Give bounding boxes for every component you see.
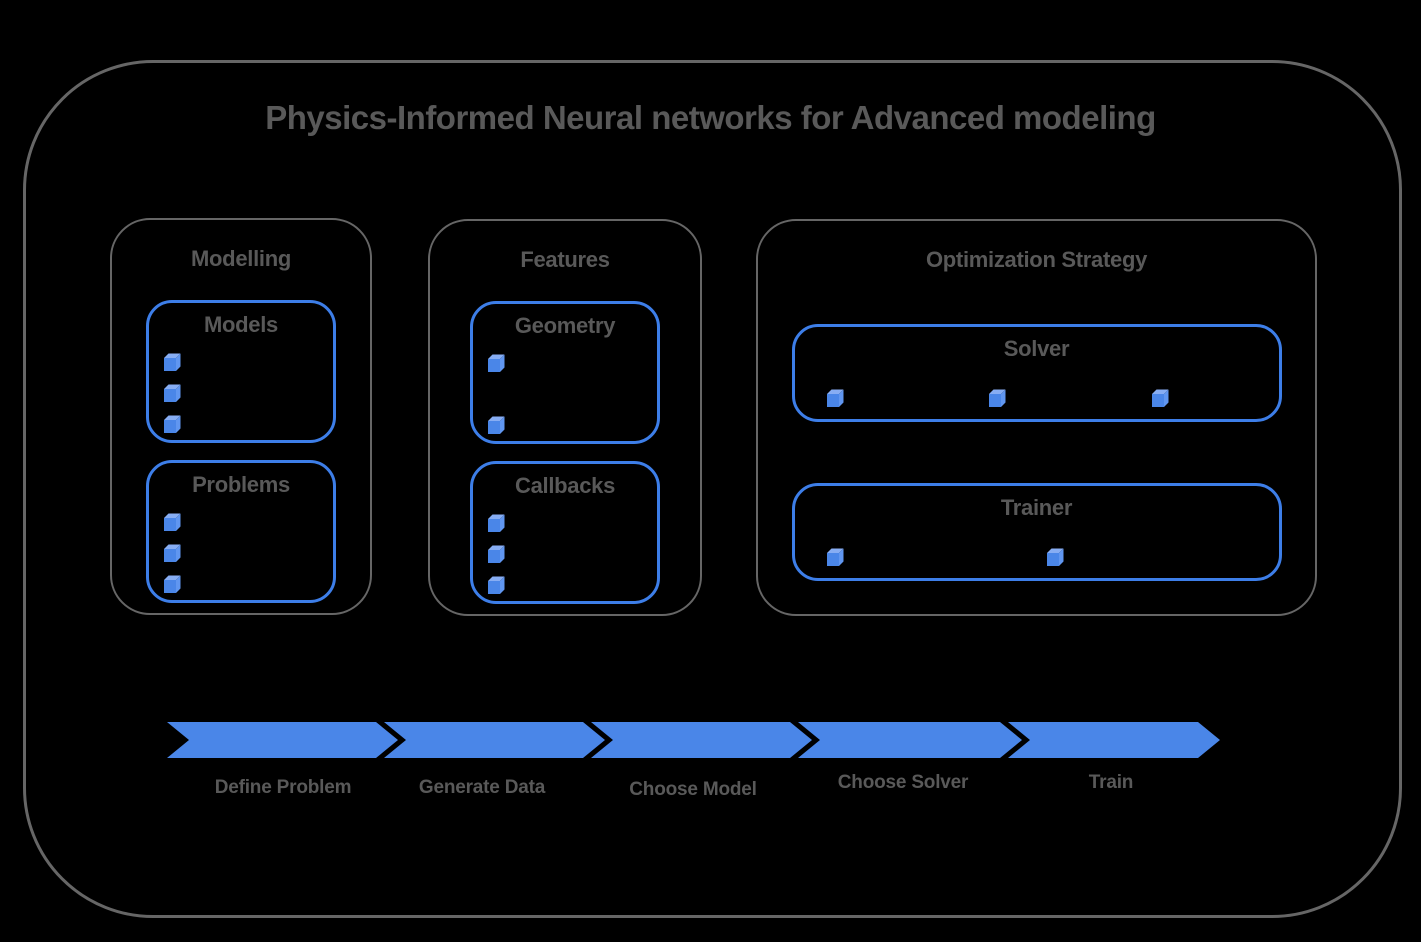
cube-icon (164, 353, 181, 371)
group-problems-label: Problems (192, 472, 290, 497)
group-geometry-bullets (488, 354, 506, 434)
section-features-label: Features (520, 247, 610, 272)
cube-icon (488, 576, 505, 594)
cube-icon (164, 575, 181, 593)
pipeline-arrow-segment (1008, 722, 1220, 758)
group-models-label: Models (204, 312, 278, 337)
group-geometry: Geometry (470, 301, 660, 444)
cube-icon (1151, 389, 1169, 407)
pipeline-arrow-segment (384, 722, 605, 758)
pipeline-arrow (167, 722, 1220, 758)
cube-icon (826, 548, 844, 566)
pipeline-step-train: Train (1088, 772, 1134, 793)
cube-icon (488, 354, 505, 372)
group-solver: Solver (791, 324, 1282, 422)
pipeline-step-choose-solver: Choose Solver (837, 772, 969, 793)
section-modelling-label: Modelling (191, 246, 291, 271)
cube-icon (1046, 548, 1064, 566)
cube-icon (164, 415, 181, 433)
group-trainer-bullets (826, 548, 1064, 566)
group-models-bullets (164, 353, 182, 433)
cube-icon (488, 416, 505, 434)
group-problems: Problems (146, 460, 336, 603)
group-solver-label: Solver (1003, 336, 1070, 361)
section-features: Features Geometry Callbacks (428, 219, 702, 616)
diagram-title: Physics-Informed Neural networks for Adv… (265, 99, 1156, 136)
group-callbacks-label: Callbacks (514, 473, 616, 498)
pipeline-step-choose-model: Choose Model (629, 779, 757, 800)
pipeline-step-generate-data: Generate Data (418, 777, 546, 798)
cube-icon (164, 384, 181, 402)
cube-icon (164, 513, 181, 531)
cube-icon (488, 545, 505, 563)
group-problems-bullets (164, 513, 182, 593)
group-models: Models (146, 300, 336, 443)
cube-icon (488, 514, 505, 532)
group-trainer: Trainer (791, 483, 1282, 581)
pipeline-arrow-segment (798, 722, 1022, 758)
pipeline-step-define-problem: Define Problem (214, 777, 352, 798)
group-callbacks-bullets (488, 514, 506, 594)
group-geometry-label: Geometry (514, 313, 616, 338)
group-solver-bullets (826, 389, 1169, 407)
group-callbacks: Callbacks (470, 461, 660, 604)
group-trainer-label: Trainer (1000, 495, 1073, 520)
section-optimization-strategy: Optimization Strategy Solver Trainer (756, 219, 1317, 616)
cube-icon (164, 544, 181, 562)
cube-icon (989, 389, 1006, 407)
section-modelling: Modelling Models Problems (110, 218, 372, 615)
pipeline-arrow-segment (167, 722, 398, 758)
cube-icon (826, 389, 844, 407)
section-optimization-strategy-label: Optimization Strategy (925, 247, 1148, 272)
pipeline-arrow-segment (591, 722, 812, 758)
diagram-outer-container (23, 60, 1402, 918)
